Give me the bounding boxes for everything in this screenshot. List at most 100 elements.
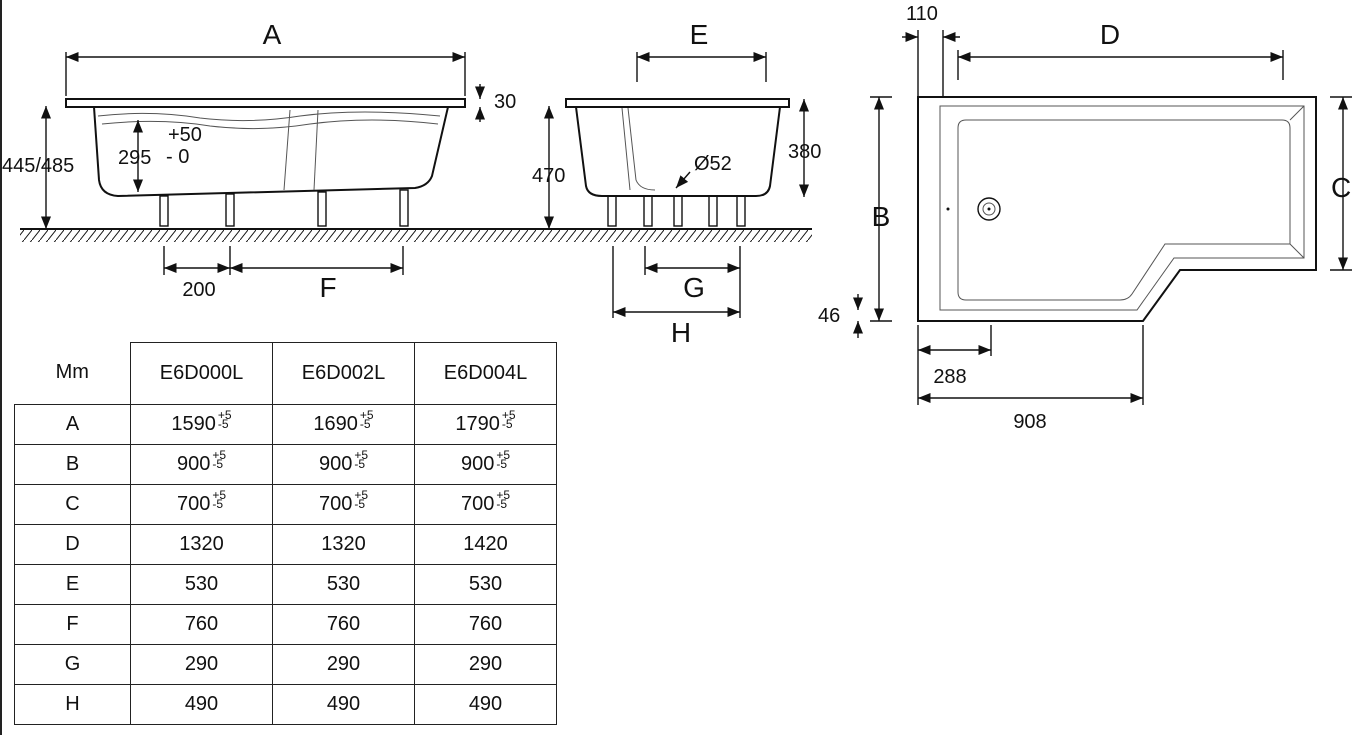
tolerance-minus: -5 xyxy=(354,457,366,471)
table-cell: 1790+5-5 xyxy=(414,404,557,445)
cell-value: 290 xyxy=(326,653,361,675)
table-cell: 700+5-5 xyxy=(130,484,273,525)
dim-d52-leader xyxy=(675,171,691,189)
floor-hatch xyxy=(20,229,812,242)
cell-value: 490 xyxy=(468,693,503,715)
table-cell: 760 xyxy=(414,604,557,645)
leg xyxy=(159,195,169,227)
tolerance-plus: +5 xyxy=(496,488,511,502)
cell-value: 490 xyxy=(184,693,219,715)
dim-380-label: 380 xyxy=(788,141,821,163)
cell-value: 490 xyxy=(326,693,361,715)
leg xyxy=(708,195,718,227)
table-cell: 490 xyxy=(130,684,273,725)
side-tub-body xyxy=(93,106,449,198)
label-h: H xyxy=(671,317,691,348)
table-cell: 1590+5-5 xyxy=(130,404,273,445)
label-b: B xyxy=(872,201,891,232)
table-cell: 1690+5-5 xyxy=(272,404,415,445)
tolerance-minus: -5 xyxy=(217,417,229,431)
dim-d52-label: Ø52 xyxy=(694,153,732,175)
row-label: H xyxy=(14,684,131,725)
tolerance: +5-5 xyxy=(354,488,369,511)
row-label: F xyxy=(14,604,131,645)
tolerance: +5-5 xyxy=(354,448,369,471)
table-cell: 530 xyxy=(272,564,415,605)
table-cell: 700+5-5 xyxy=(272,484,415,525)
tolerance-plus: +5 xyxy=(354,488,369,502)
row-label: D xyxy=(14,524,131,565)
end-view: E 470 380 Ø52 G H xyxy=(532,19,821,348)
dim-445-485-label: 445/485 xyxy=(2,155,74,177)
leg xyxy=(673,195,683,227)
leg xyxy=(643,195,653,227)
label-g: G xyxy=(683,272,705,303)
label-c: C xyxy=(1331,172,1351,203)
table-cell: 1420 xyxy=(414,524,557,565)
drain-outer xyxy=(977,197,1001,221)
table-cell: 760 xyxy=(272,604,415,645)
dim-295-tol-plus: +50 xyxy=(168,124,202,146)
cell-value: 1420 xyxy=(463,533,508,555)
table-cell: 490 xyxy=(414,684,557,725)
tolerance: +5-5 xyxy=(496,448,511,470)
side-view: A 30 445/485 295 +50 - 0 200 F xyxy=(2,19,812,303)
side-rim xyxy=(65,98,466,108)
tolerance-plus: +5 xyxy=(496,448,511,462)
tolerance: +5-5 xyxy=(501,408,516,431)
table-cell: 1320 xyxy=(272,524,415,565)
tolerance: +5-5 xyxy=(212,448,227,471)
tolerance-minus: -5 xyxy=(354,497,366,511)
cell-value: 530 xyxy=(326,573,361,595)
table-cell: 530 xyxy=(414,564,557,605)
dim-46-label: 46 xyxy=(818,305,840,327)
tolerance-minus: -5 xyxy=(212,457,224,471)
tolerance-minus: -5 xyxy=(501,417,513,431)
dim-110-label: 110 xyxy=(906,3,938,25)
cell-value: 1320 xyxy=(321,533,366,555)
table-cell: 530 xyxy=(130,564,273,605)
tolerance-plus: +5 xyxy=(212,488,227,502)
table-corner-label: Mm xyxy=(55,360,89,383)
end-tub-body xyxy=(575,106,781,197)
tolerance-plus: +5 xyxy=(354,448,369,462)
side-tub-inner-line xyxy=(97,111,441,122)
column-header: E6D002L xyxy=(272,342,415,405)
cell-value: 900 xyxy=(318,453,353,475)
end-tub-seam xyxy=(621,107,631,191)
leg xyxy=(607,195,617,227)
row-label: C xyxy=(14,484,131,525)
leg xyxy=(736,195,746,227)
label-e: E xyxy=(690,19,709,50)
cell-value: 700 xyxy=(176,493,211,515)
table-cell: 900+5-5 xyxy=(272,444,415,485)
cell-value: 760 xyxy=(326,613,361,635)
table-cell: 490 xyxy=(272,684,415,725)
tolerance-plus: +5 xyxy=(212,448,227,462)
dim-470-label: 470 xyxy=(532,165,565,187)
side-tub-seam xyxy=(283,109,291,191)
table-cell: 290 xyxy=(272,644,415,685)
drain-center xyxy=(987,207,991,211)
leg xyxy=(225,193,235,227)
dim-295-label: 295 xyxy=(118,147,151,169)
dim-908-label: 908 xyxy=(1013,411,1046,433)
label-a: A xyxy=(263,19,282,50)
side-tub-inner-line xyxy=(101,119,439,130)
plan-outline xyxy=(917,96,1317,322)
tolerance: +5-5 xyxy=(217,409,232,431)
column-header: E6D004L xyxy=(414,342,557,405)
label-f: F xyxy=(319,272,336,303)
row-label: A xyxy=(14,404,131,445)
tolerance: +5-5 xyxy=(496,488,511,510)
tolerance-plus: +5 xyxy=(501,408,516,422)
